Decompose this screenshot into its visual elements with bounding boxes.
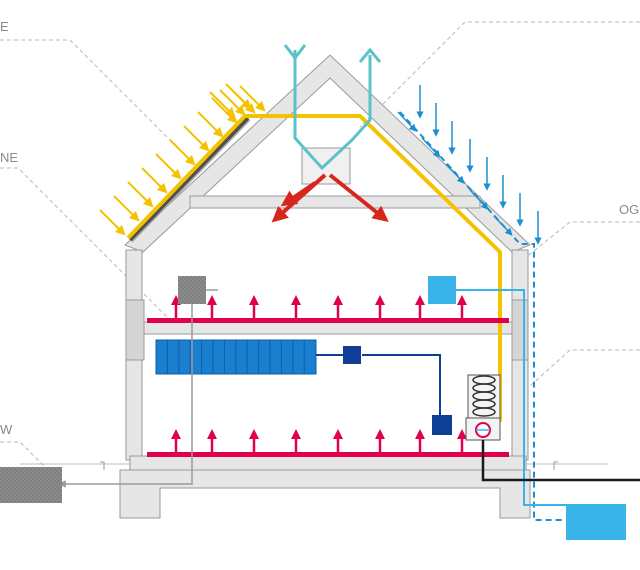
control-box	[432, 415, 452, 435]
mixer-box	[343, 346, 361, 364]
circulation-pump-icon	[465, 417, 501, 441]
rain-gutter	[399, 111, 564, 521]
sun-ray	[183, 125, 210, 152]
gray-sensor-box	[178, 276, 206, 304]
sun-ray	[99, 209, 126, 236]
coil-loop	[472, 407, 496, 417]
label-top-left: E	[0, 19, 9, 34]
radiator-panel	[155, 339, 317, 375]
ground-floor-heating	[147, 452, 509, 457]
sun-ray	[209, 91, 236, 118]
cyan-tank-upper	[428, 276, 456, 304]
dark-blue-piping	[316, 354, 441, 415]
upper-floor-heating	[147, 318, 509, 323]
sun-ray	[239, 85, 266, 112]
sun-ray	[219, 89, 246, 116]
ground-pipe	[481, 440, 640, 482]
left-insulation	[125, 299, 145, 361]
sun-ray	[113, 195, 140, 222]
label-leaders	[0, 21, 640, 483]
sun-ray	[169, 139, 196, 166]
solar-panel	[128, 116, 250, 242]
foundation	[119, 469, 531, 519]
rain-arrow	[397, 111, 417, 132]
heat-arrows-icon	[171, 295, 467, 452]
sun-ray	[197, 111, 224, 138]
right-insulation	[511, 299, 529, 361]
heat-exchanger-coil-icon	[467, 374, 501, 421]
cyan-pipe	[456, 289, 566, 506]
ventilation-supply-arrows	[271, 173, 389, 223]
cyan-cistern	[566, 504, 626, 540]
outdoor-unit	[0, 467, 62, 503]
upper-floor-slab	[143, 321, 513, 335]
sun-ray	[141, 167, 168, 194]
gray-line	[58, 304, 193, 488]
sun-ray	[127, 181, 154, 208]
collar-beam	[189, 195, 481, 209]
foundation-posts	[100, 461, 558, 470]
ventilation-ducts	[283, 44, 382, 171]
label-right: OG	[619, 202, 639, 217]
sun-rays-icon	[99, 83, 266, 236]
sun-ray	[155, 153, 182, 180]
label-mid-left: NE	[0, 150, 18, 165]
label-bottom-left: W	[0, 422, 13, 437]
sun-ray	[229, 87, 256, 114]
building-structure	[119, 54, 531, 519]
ground-floor-slab	[129, 455, 527, 471]
